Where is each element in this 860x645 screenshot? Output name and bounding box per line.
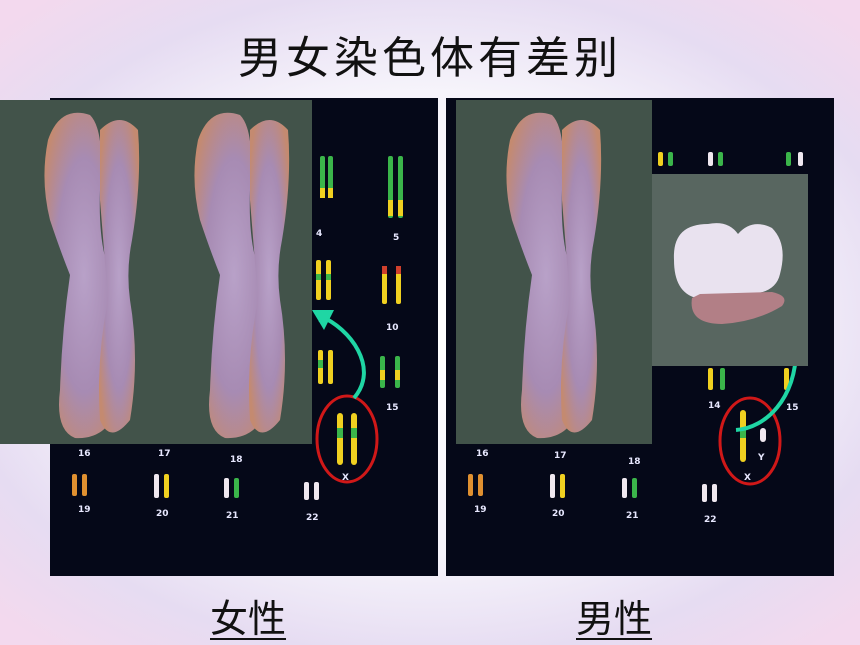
xx-chromosomes-image — [0, 100, 312, 444]
chromosome-pair — [72, 474, 87, 496]
chromosome-number: 17 — [158, 449, 171, 459]
curved-arrow — [319, 314, 366, 400]
chromosome-number: 21 — [226, 511, 239, 521]
x-chromosome — [506, 112, 602, 439]
x-chromosome — [194, 112, 290, 439]
chromosome-pair — [154, 474, 169, 498]
chromosome-pair — [702, 484, 717, 502]
xy-chromosome-pair — [740, 410, 766, 462]
chromosome-number: 18 — [628, 457, 641, 467]
xy-highlight-circle — [718, 396, 782, 486]
male-x-chromosome-photo — [456, 100, 652, 444]
slide-title: 男女染色体有差别 — [238, 33, 622, 84]
chromosome-number: 20 — [552, 509, 565, 519]
chromosome-number: Y — [757, 453, 765, 463]
female-karyotype-graphic: 4 5 9 10 15 16 17 18 X 19 20 21 22 — [72, 156, 403, 523]
x-chromosome-pair — [337, 413, 357, 465]
chromosome-number: 22 — [306, 513, 319, 523]
chromosome-pair — [468, 474, 483, 496]
arrow-head — [312, 310, 334, 330]
chromosome-number: X — [744, 473, 751, 483]
chromosome-number: 17 — [554, 451, 567, 461]
chromosome-number: 20 — [156, 509, 169, 519]
chromosome-number: X — [342, 473, 349, 483]
male-caption: 男性 — [576, 597, 653, 641]
chromosome-number: 19 — [78, 505, 91, 515]
female-xx-chromosome-photo — [0, 100, 312, 444]
chromosome-pair — [304, 482, 319, 500]
chromosome-number: 21 — [626, 511, 639, 521]
chromosome-number: 19 — [474, 505, 487, 515]
chromosome-number: 18 — [230, 455, 243, 465]
chromosome-number: 5 — [393, 233, 399, 243]
male-y-chromosome-photo — [652, 174, 808, 366]
y-chromosome-image — [652, 174, 808, 366]
chromosome-pair — [708, 368, 789, 390]
chromosome-pair — [550, 474, 565, 498]
chromosome-pair — [622, 478, 637, 498]
chromosome-pair — [320, 156, 333, 198]
x-chromosome — [44, 112, 140, 439]
x-highlight-circle — [315, 394, 379, 484]
chromosome-number: 14 — [708, 401, 721, 411]
chromosome-pair — [658, 152, 803, 166]
x-chromosome-image — [456, 100, 652, 444]
chromosome-pair — [388, 156, 403, 218]
chromosome-pair — [382, 266, 401, 304]
chromosome-number: 15 — [386, 403, 399, 413]
chromosome-pair — [316, 260, 331, 300]
chromosome-number: 22 — [704, 515, 717, 525]
female-caption: 女性 — [210, 597, 287, 641]
chromosome-number: 15 — [786, 403, 799, 413]
chromosome-pair — [224, 478, 239, 498]
chromosome-pair — [318, 350, 333, 384]
chromosome-number: 4 — [316, 229, 322, 239]
chromosome-number: 10 — [386, 323, 399, 333]
chromosome-number: 16 — [476, 449, 489, 459]
y-chromosome — [673, 223, 785, 324]
chromosome-pair — [380, 356, 400, 388]
chromosome-number: 16 — [78, 449, 91, 459]
